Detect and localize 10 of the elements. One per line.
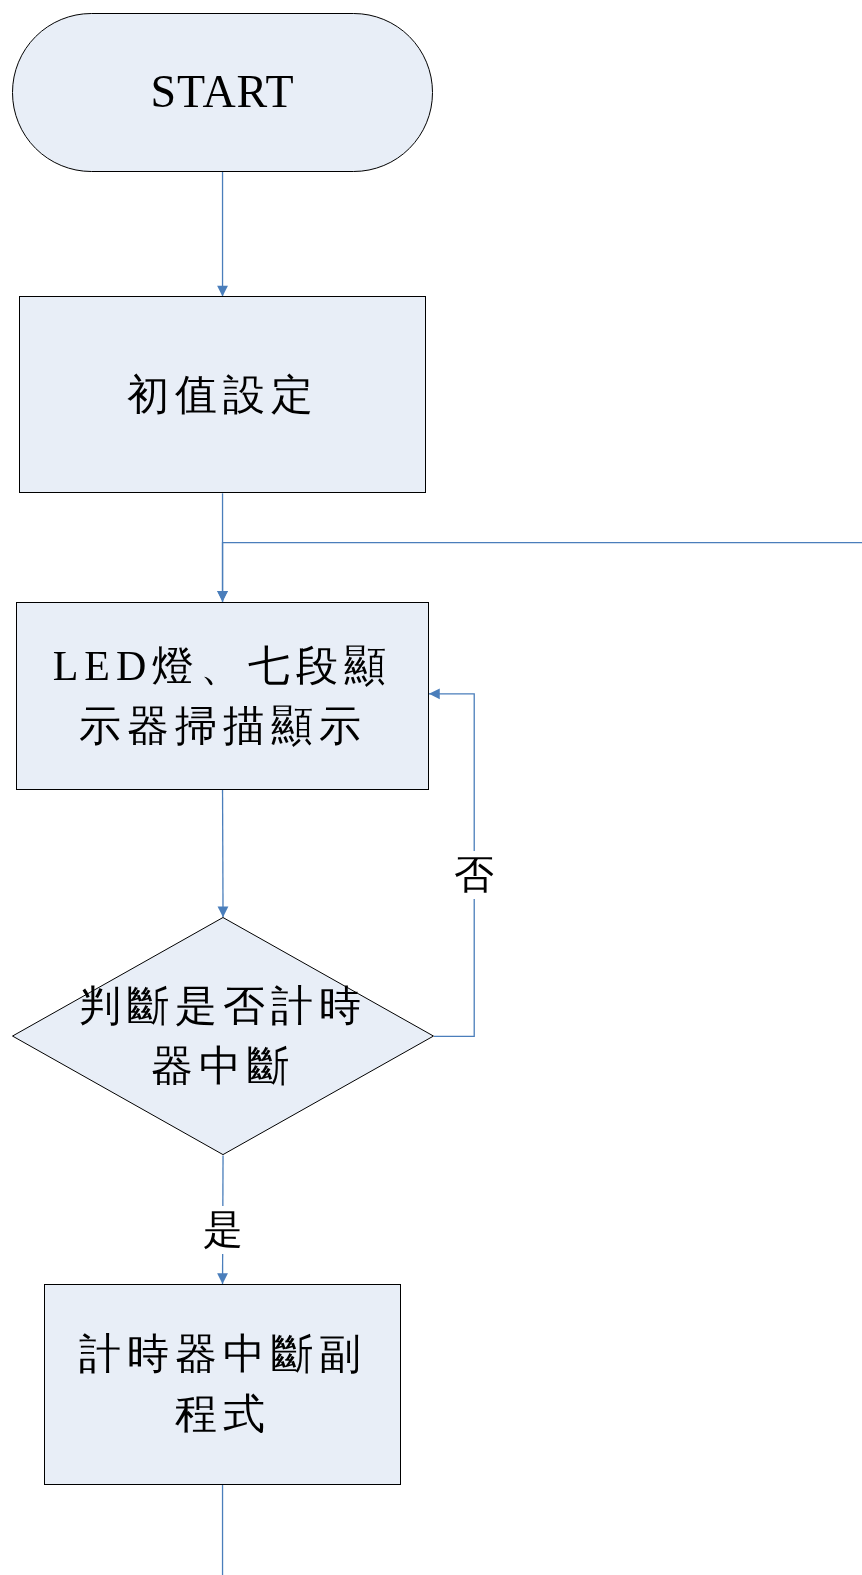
arrow [428, 688, 475, 1037]
start-terminal: START [12, 13, 433, 172]
process-box: 初值設定 [19, 296, 426, 494]
arrow [217, 789, 229, 918]
edge-label: 否 [452, 851, 497, 900]
arrow [217, 171, 228, 298]
process-box: 計時器中斷副程式 [44, 1284, 401, 1485]
arrow [217, 541, 862, 603]
decision-diamond: 判斷是否計時器中斷 [12, 917, 434, 1156]
process-box: LED燈、七段顯示器掃描顯示 [16, 601, 429, 790]
